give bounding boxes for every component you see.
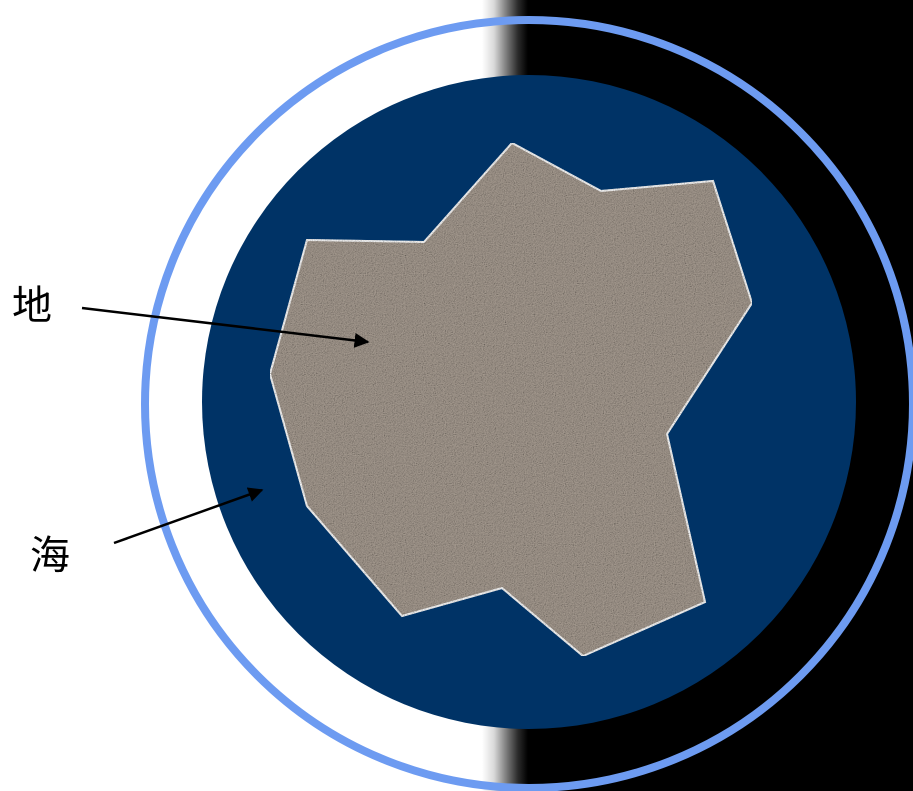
sea-label: 海 [30, 536, 70, 576]
land-label: 地 [12, 286, 52, 326]
